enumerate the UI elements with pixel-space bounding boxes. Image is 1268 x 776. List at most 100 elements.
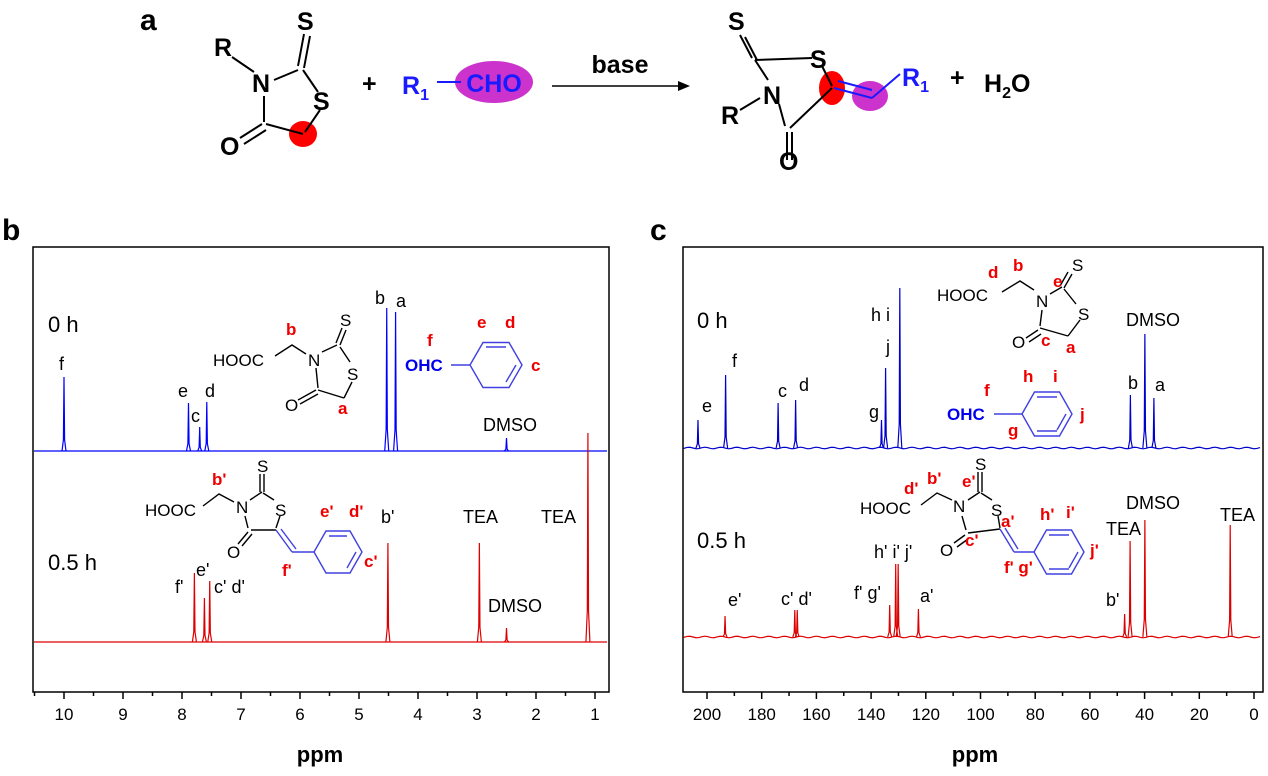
spectrum-baseline-1 [683, 635, 1261, 639]
assignment-label: a' [1001, 512, 1015, 531]
atom-label: S [257, 457, 268, 476]
peak-label: j [885, 337, 890, 357]
x-tick-label: 120 [912, 705, 940, 724]
spectrum-peak [207, 580, 213, 643]
peak-label: TEA [463, 507, 498, 527]
atom-o: O [220, 133, 239, 161]
assignment-label: b [1013, 256, 1023, 275]
x-tick-label: 80 [1026, 705, 1045, 724]
water: H2O [984, 70, 1030, 102]
spectrum-peak [476, 542, 482, 643]
assignment-label: b [286, 320, 296, 339]
spectrum-baseline-0 [683, 446, 1261, 450]
spectrum-peak [392, 311, 399, 452]
x-tick-label: 200 [693, 705, 721, 724]
atom-label: OHC [947, 405, 985, 424]
plot-frame [682, 246, 1264, 693]
atom-label: N [1036, 292, 1048, 311]
assignment-label: f [427, 331, 433, 350]
x-tick-label: 8 [177, 705, 186, 724]
assignment-label: d [505, 313, 515, 332]
spectrum-peak [883, 367, 889, 449]
aldehyde-reactant: R1 CHO [402, 61, 533, 104]
x-tick-label: 40 [1135, 705, 1154, 724]
peak-label: DMSO [1126, 493, 1180, 513]
atom-label: HOOC [213, 351, 264, 370]
assignment-label: g [1008, 421, 1018, 440]
series-label-05h: 0.5 h [697, 528, 746, 553]
spectrum-peak [722, 615, 728, 638]
atom-label: N [953, 497, 965, 516]
atom-s-thione: S [297, 8, 314, 36]
peak-label: e' [728, 590, 741, 610]
x-tick-label: 180 [748, 705, 776, 724]
atom-label: O [285, 396, 298, 415]
spectrum-peak [585, 432, 591, 643]
atom-s-ring: S [313, 88, 330, 116]
peak-label: d [799, 375, 809, 395]
peak-label: c [778, 381, 787, 401]
x-axis-label: ppm [297, 742, 343, 767]
assignment-label: d' [904, 479, 918, 498]
x-tick-label: 0 [1249, 705, 1258, 724]
peak-label: e [702, 396, 712, 416]
atom-label: S [1078, 305, 1089, 324]
panel-label-a: a [140, 4, 157, 37]
atom-n: N [252, 70, 270, 98]
assignment-label: a [338, 399, 348, 418]
atom-label: O [940, 541, 953, 560]
peak-label: DMSO [483, 415, 537, 435]
atom-label: HOOC [860, 499, 911, 518]
atom-label: S [991, 501, 1002, 520]
spectrum-peak [204, 401, 210, 452]
assignment-label: i [1053, 367, 1058, 386]
structure-rhodanine-acetic-acid: HOOC N S S O d b e c a [937, 256, 1089, 357]
peak-label: g [869, 402, 879, 422]
structure-benzaldehyde: OHC f e d c [405, 313, 540, 389]
x-tick-label: 20 [1190, 705, 1209, 724]
x-axis-label: ppm [952, 742, 998, 767]
plus-sign-2: + [950, 64, 965, 92]
x-tick-label: 10 [55, 705, 74, 724]
x-tick-label: 160 [802, 705, 830, 724]
assignment-label: c [1041, 331, 1050, 350]
peak-label: f [59, 354, 65, 374]
product-atom-s-ring: S [810, 46, 827, 74]
product-atom-n: N [763, 82, 781, 110]
spectrum-peak [887, 604, 893, 638]
peak-label: c [191, 406, 200, 426]
assignment-label: f [984, 381, 990, 400]
spectrum-peak [61, 376, 67, 452]
product-r1-group: R1 [902, 64, 929, 96]
peak-label: DMSO [488, 596, 542, 616]
assignment-label: d [988, 263, 998, 282]
plot-frame [32, 246, 610, 693]
peak-label: e [178, 381, 188, 401]
peak-label: c' d' [214, 577, 245, 597]
series-label-05h: 0.5 h [48, 550, 97, 575]
peak-label: e' [196, 560, 209, 580]
peak-label: TEA [1106, 519, 1141, 539]
atom-label: S [347, 365, 358, 384]
reaction-scheme: a R N S S O + R1 CHO [140, 4, 1030, 176]
peak-label: h' i' j' [874, 542, 912, 562]
peak-label: d [205, 381, 215, 401]
assignment-label: i' [1066, 503, 1075, 522]
assignment-label: c' [965, 531, 979, 550]
spectrum-peak [915, 608, 921, 638]
assignment-label: h' [1040, 505, 1054, 524]
atom-label: S [975, 455, 986, 474]
assignment-label: c [531, 356, 540, 375]
peak-label: b' [1106, 590, 1119, 610]
assignment-label: e [1053, 272, 1062, 291]
assignment-label: j' [1089, 541, 1099, 560]
atom-label: S [1072, 256, 1083, 275]
x-tick-label: 100 [966, 705, 994, 724]
peak-label: a [1155, 375, 1166, 395]
peak-label: h i [871, 305, 890, 325]
x-tick-label: 5 [354, 705, 363, 724]
peak-label: TEA [541, 507, 576, 527]
assignment-label: f' g' [1004, 558, 1033, 577]
assignment-label: c' [364, 552, 378, 571]
assignment-label: e' [962, 472, 976, 491]
